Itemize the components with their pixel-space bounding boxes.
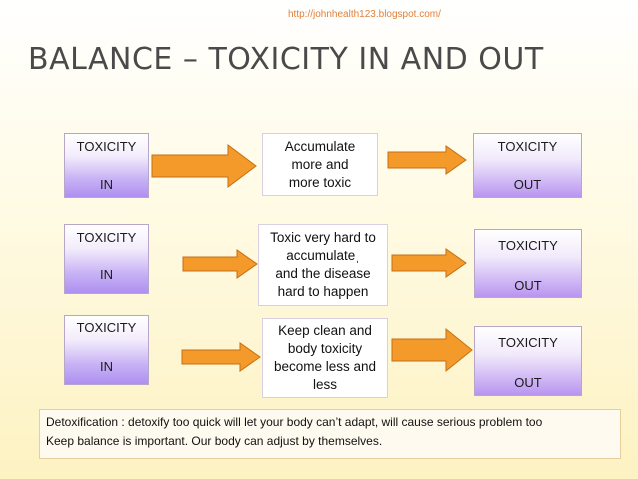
out-box-label-top: TOXICITY [497, 139, 558, 154]
in-box-label-top: TOXICITY [76, 320, 137, 335]
arrow-icon [151, 144, 257, 188]
toxicity-out-box-3: TOXICITY OUT [474, 326, 582, 396]
toxicity-out-box-1: TOXICITY OUT [473, 133, 582, 198]
in-box-label-top: TOXICITY [76, 139, 137, 154]
middle-line: Accumulate [284, 138, 356, 154]
in-box-label-bottom: IN [100, 267, 113, 282]
arrow-icon [182, 249, 258, 279]
in-box-label-top: TOXICITY [76, 230, 137, 245]
middle-line: accumulateˌ [286, 248, 360, 263]
note-line-1: Detoxification : detoxify too quick will… [46, 415, 543, 429]
out-box-label-bottom: OUT [514, 375, 542, 390]
toxicity-in-box-1: TOXICITY IN [64, 133, 149, 198]
middle-line: Toxic very hard to [270, 230, 376, 245]
middle-line: more toxic [288, 174, 352, 190]
out-box-label-bottom: OUT [513, 177, 542, 192]
arrow-icon [387, 145, 467, 175]
arrow-icon [391, 327, 473, 373]
arrow-icon [181, 342, 261, 372]
note-line-2: Keep balance is important. Our body can … [46, 434, 383, 448]
source-url: http://johnhealth123.blogspot.com/ [288, 9, 441, 20]
middle-text-box-3: Keep clean and body toxicity become less… [262, 318, 388, 398]
page-title: BALANCE – TOXICITY IN AND OUT [28, 42, 544, 77]
middle-line: become less and [273, 359, 377, 374]
arrow-icon [391, 248, 467, 278]
middle-line: more and [291, 156, 349, 172]
out-box-label-bottom: OUT [514, 278, 542, 293]
in-box-label-bottom: IN [100, 177, 113, 192]
toxicity-out-box-2: TOXICITY OUT [474, 229, 582, 298]
middle-text-box-2: Toxic very hard to accumulateˌ and the d… [258, 224, 388, 306]
toxicity-in-box-3: TOXICITY IN [64, 315, 149, 385]
middle-text-box-1: Accumulate more and more toxic [262, 133, 378, 196]
middle-line: body toxicity [287, 341, 363, 356]
middle-line: Keep clean and [278, 323, 372, 338]
detox-note: Detoxification : detoxify too quick will… [39, 409, 621, 459]
middle-line: hard to happen [277, 284, 369, 299]
middle-line: and the disease [275, 266, 371, 281]
in-box-label-bottom: IN [100, 359, 113, 374]
toxicity-in-box-2: TOXICITY IN [64, 224, 149, 294]
middle-line: less [312, 377, 337, 392]
out-box-label-top: TOXICITY [498, 238, 558, 253]
out-box-label-top: TOXICITY [498, 335, 558, 350]
